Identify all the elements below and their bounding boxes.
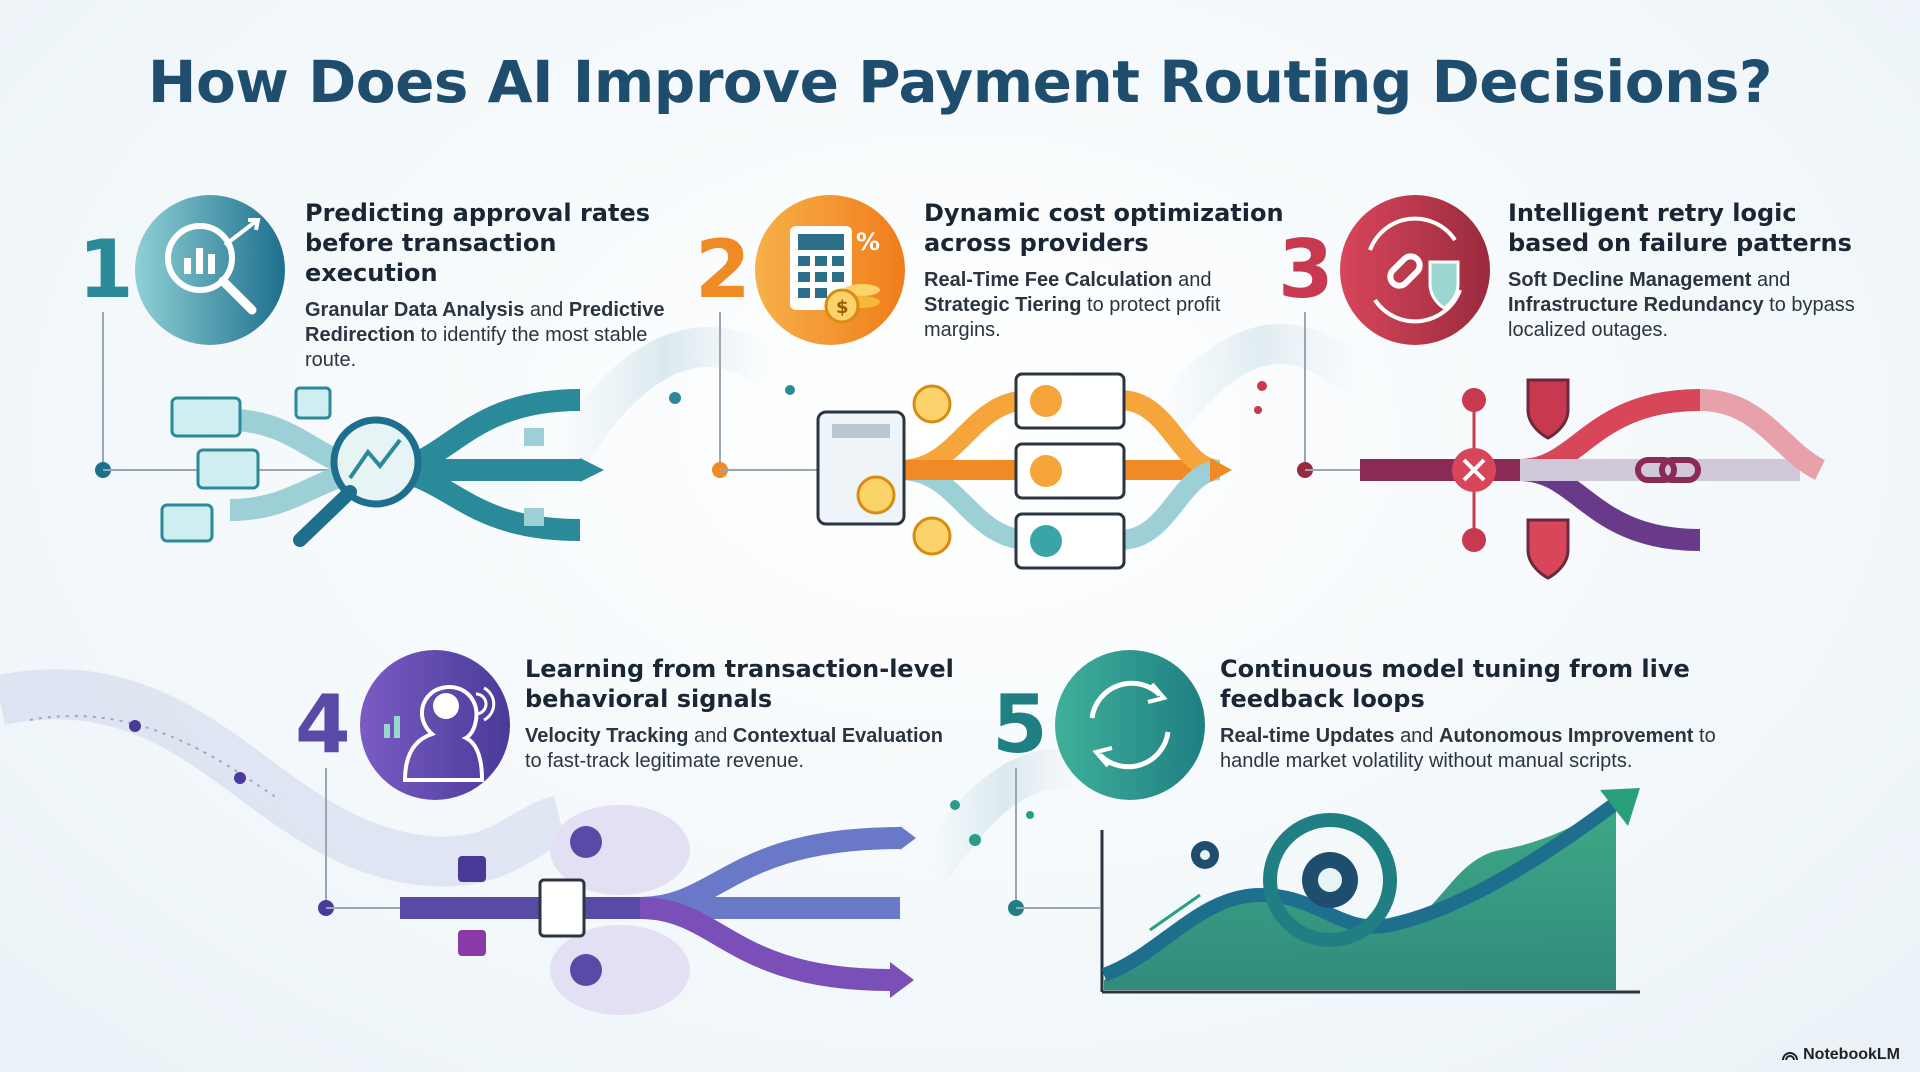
svg-text:%: %	[856, 228, 880, 256]
step-4-description: Velocity Tracking and Contextual Evaluat…	[525, 724, 965, 774]
step-1-tail: to identify the most stable route.	[305, 324, 648, 371]
step-2-text: Dynamic cost optimization across provide…	[924, 198, 1284, 343]
step-2-term-2: Strategic Tiering	[924, 294, 1082, 316]
step-3-heading: Intelligent retry logic based on failure…	[1508, 199, 1852, 257]
step-5-term-1: Real-time Updates	[1220, 725, 1395, 747]
step-1-heading: Predicting approval rates before transac…	[305, 199, 651, 287]
step-4-text: Learning from transaction-level behavior…	[525, 654, 965, 774]
page-title: How Does AI Improve Payment Routing Deci…	[147, 48, 1773, 116]
step-1-term-1: Granular Data Analysis	[305, 299, 525, 321]
step-number-3: 3	[1278, 223, 1334, 316]
calculator-coins-icon: % $	[755, 195, 905, 345]
step-1-term-2: Predictive Redirection	[305, 299, 665, 346]
step-1-description: Granular Data Analysis and Predictive Re…	[305, 298, 675, 373]
step-2-heading: Dynamic cost optimization across provide…	[924, 199, 1284, 257]
step-3-tail: to bypass localized outages.	[1508, 294, 1855, 341]
brand-watermark: NotebookLM	[1781, 1046, 1900, 1064]
step-2-description: Real-Time Fee Calculation and Strategic …	[924, 268, 1284, 343]
step-number-2: 2	[695, 223, 751, 316]
floating-dots	[129, 381, 1267, 846]
svg-text:$: $	[836, 297, 849, 318]
step-3-term-1: Soft Decline Management	[1508, 269, 1752, 291]
step-5-text: Continuous model tuning from live feedba…	[1220, 654, 1720, 774]
step-1-text: Predicting approval rates before transac…	[305, 198, 675, 373]
step-2-join: and	[1178, 269, 1212, 291]
step-4-term-1: Velocity Tracking	[525, 725, 689, 747]
step-number-5: 5	[992, 678, 1048, 771]
routing-flow-4	[318, 768, 916, 1015]
step-number-4: 4	[295, 678, 351, 771]
step-2-tail: to protect profit margins.	[924, 294, 1221, 341]
step-5-join: and	[1400, 725, 1434, 747]
background-waves	[0, 324, 1373, 887]
broken-link-shield-icon	[1340, 195, 1490, 345]
step-5-description: Real-time Updates and Autonomous Improve…	[1220, 724, 1720, 774]
brand-name: NotebookLM	[1803, 1046, 1900, 1063]
routing-flow-3	[1297, 312, 1826, 580]
step-5-term-2: Autonomous Improvement	[1439, 725, 1694, 747]
routing-flow-5	[1008, 768, 1640, 994]
brain-profile-icon	[360, 650, 510, 800]
refresh-loop-icon	[1055, 650, 1205, 800]
step-4-term-2: Contextual Evaluation	[732, 725, 943, 747]
step-5-tail: to handle market volatility without manu…	[1220, 725, 1716, 772]
step-3-join: and	[1756, 269, 1791, 291]
step-number-1: 1	[78, 223, 134, 316]
step-2-term-1: Real-Time Fee Calculation	[924, 269, 1173, 291]
step-4-heading: Learning from transaction-level behavior…	[525, 655, 954, 713]
step-3-term-2: Infrastructure Redundancy	[1508, 294, 1764, 316]
step-3-text: Intelligent retry logic based on failure…	[1508, 198, 1868, 343]
step-4-join: and	[693, 725, 728, 747]
step-3-description: Soft Decline Management and Infrastructu…	[1508, 268, 1868, 343]
step-1-join: and	[529, 299, 564, 321]
step-5-heading: Continuous model tuning from live feedba…	[1220, 655, 1690, 713]
step-4-tail: to fast-track legitimate revenue.	[525, 750, 805, 772]
magnifier-chart-icon	[135, 195, 285, 345]
routing-flow-2	[712, 312, 1232, 570]
notebook-logo-icon	[1782, 1052, 1799, 1061]
routing-flow-1	[95, 312, 604, 547]
